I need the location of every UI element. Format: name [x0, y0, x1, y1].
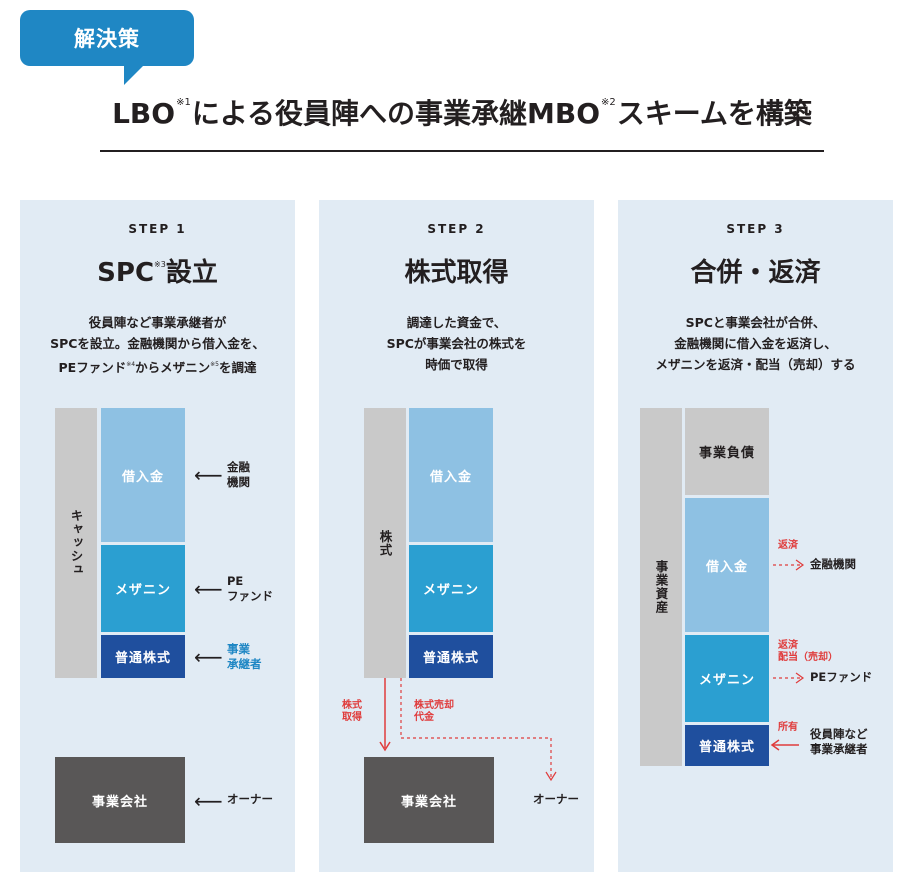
owner-label: オーナー — [227, 792, 273, 806]
src-bank: 金融機関 — [227, 460, 250, 489]
step1-panel: STEP 1 SPC※3設立 役員陣など事業承継者が SPCを設立。金融機関から… — [20, 200, 295, 872]
src-heir: 事業承継者 — [227, 642, 262, 671]
mezzanine-block: メザニン — [685, 635, 769, 722]
own-label: 所有 — [778, 722, 798, 733]
heir-label: 役員陣など事業承継者 — [810, 727, 868, 756]
company-block: 事業会社 — [55, 757, 185, 843]
step3-panel: STEP 3 合併・返済 SPCと事業会社が合併、 金融機関に借入金を返済し、 … — [618, 200, 893, 872]
step2-arrows — [379, 678, 557, 782]
repay-label: 返済 — [778, 540, 798, 551]
step3-desc: SPCと事業会社が合併、 金融機関に借入金を返済し、 メザニンを返済・配当（売却… — [655, 315, 856, 372]
repay-dividend-label: 返済配当（売却） — [778, 640, 838, 663]
cash-bar: キャッシュ — [55, 408, 97, 678]
step3-arrows — [770, 559, 805, 751]
arrow-left-icon: ⟵ — [194, 645, 223, 669]
step2-title: 株式取得 — [404, 258, 509, 288]
step1-title: SPC※3設立 — [97, 258, 218, 288]
liabilities-block: 事業負債 — [685, 408, 769, 495]
mezzanine-block: メザニン — [101, 545, 185, 632]
bank-label: 金融機関 — [810, 557, 856, 571]
arrow-left-icon: ⟵ — [194, 577, 223, 601]
step3-label: STEP 3 — [726, 222, 785, 236]
title-rule — [100, 150, 824, 152]
page-title: LBO※1による役員陣への事業承継MBO※2スキームを構築 — [112, 97, 812, 130]
company-block: 事業会社 — [364, 757, 494, 843]
shares-bar: 株式 — [364, 408, 406, 678]
common-stock-block: 普通株式 — [409, 635, 493, 678]
step1-label: STEP 1 — [128, 222, 187, 236]
assets-bar: 事業資産 — [640, 408, 682, 766]
common-stock-block: 普通株式 — [685, 725, 769, 766]
common-stock-block: 普通株式 — [101, 635, 185, 678]
solution-tag-tail — [115, 63, 147, 85]
mezzanine-block: メザニン — [409, 545, 493, 632]
arrow-left-icon: ⟵ — [194, 463, 223, 487]
step2-label: STEP 2 — [427, 222, 486, 236]
owner-label: オーナー — [533, 792, 579, 806]
acquire-label: 株式取得 — [342, 700, 362, 723]
pe-fund-label: PEファンド — [810, 670, 873, 684]
solution-tag: 解決策 — [20, 10, 194, 66]
step2-panel: STEP 2 株式取得 調達した資金で、 SPCが事業会社の株式を 時価で取得 … — [319, 200, 594, 872]
step2-desc: 調達した資金で、 SPCが事業会社の株式を 時価で取得 — [386, 315, 527, 372]
arrow-left-icon: ⟵ — [194, 789, 223, 813]
loan-block: 借入金 — [685, 498, 769, 632]
loan-block: 借入金 — [101, 408, 185, 542]
sale-proceeds-label: 株式売却代金 — [414, 700, 454, 723]
step3-title: 合併・返済 — [690, 258, 821, 288]
loan-block: 借入金 — [409, 408, 493, 542]
step1-desc: 役員陣など事業承継者が SPCを設立。金融機関から借入金を、 PEファンド※4か… — [50, 315, 265, 375]
